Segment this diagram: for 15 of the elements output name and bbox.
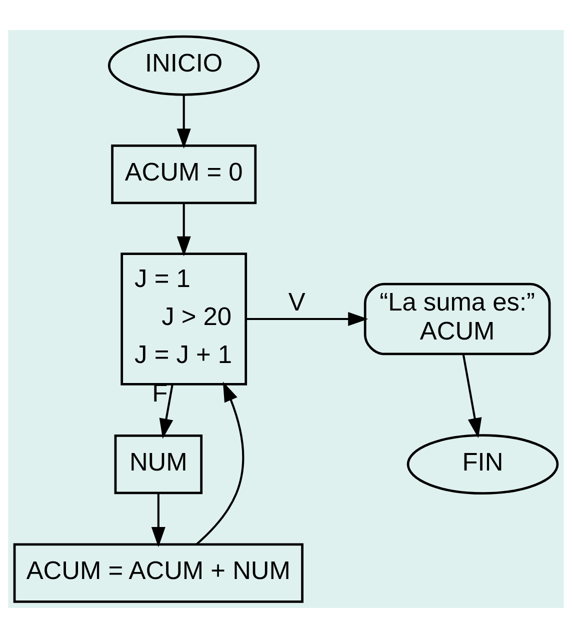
arrow (176, 203, 191, 256)
arrow (196, 382, 244, 546)
node-box: “La suma es:” ACUM (364, 282, 551, 356)
arrow (159, 384, 174, 439)
node-box: ACUM = ACUM + NUM (13, 543, 304, 603)
edge-label: V (288, 288, 306, 317)
node-box: ACUM = 0 (111, 144, 257, 204)
arrow (246, 312, 368, 326)
arrow (462, 354, 482, 438)
node-ellipse: INICIO (108, 35, 260, 96)
arrow (151, 493, 166, 548)
node-box: NUM (114, 434, 203, 494)
node-ellipse: FIN (406, 434, 559, 495)
node-box: J = 1 J > 20 J = J + 1 (120, 252, 248, 386)
arrow (176, 94, 191, 149)
